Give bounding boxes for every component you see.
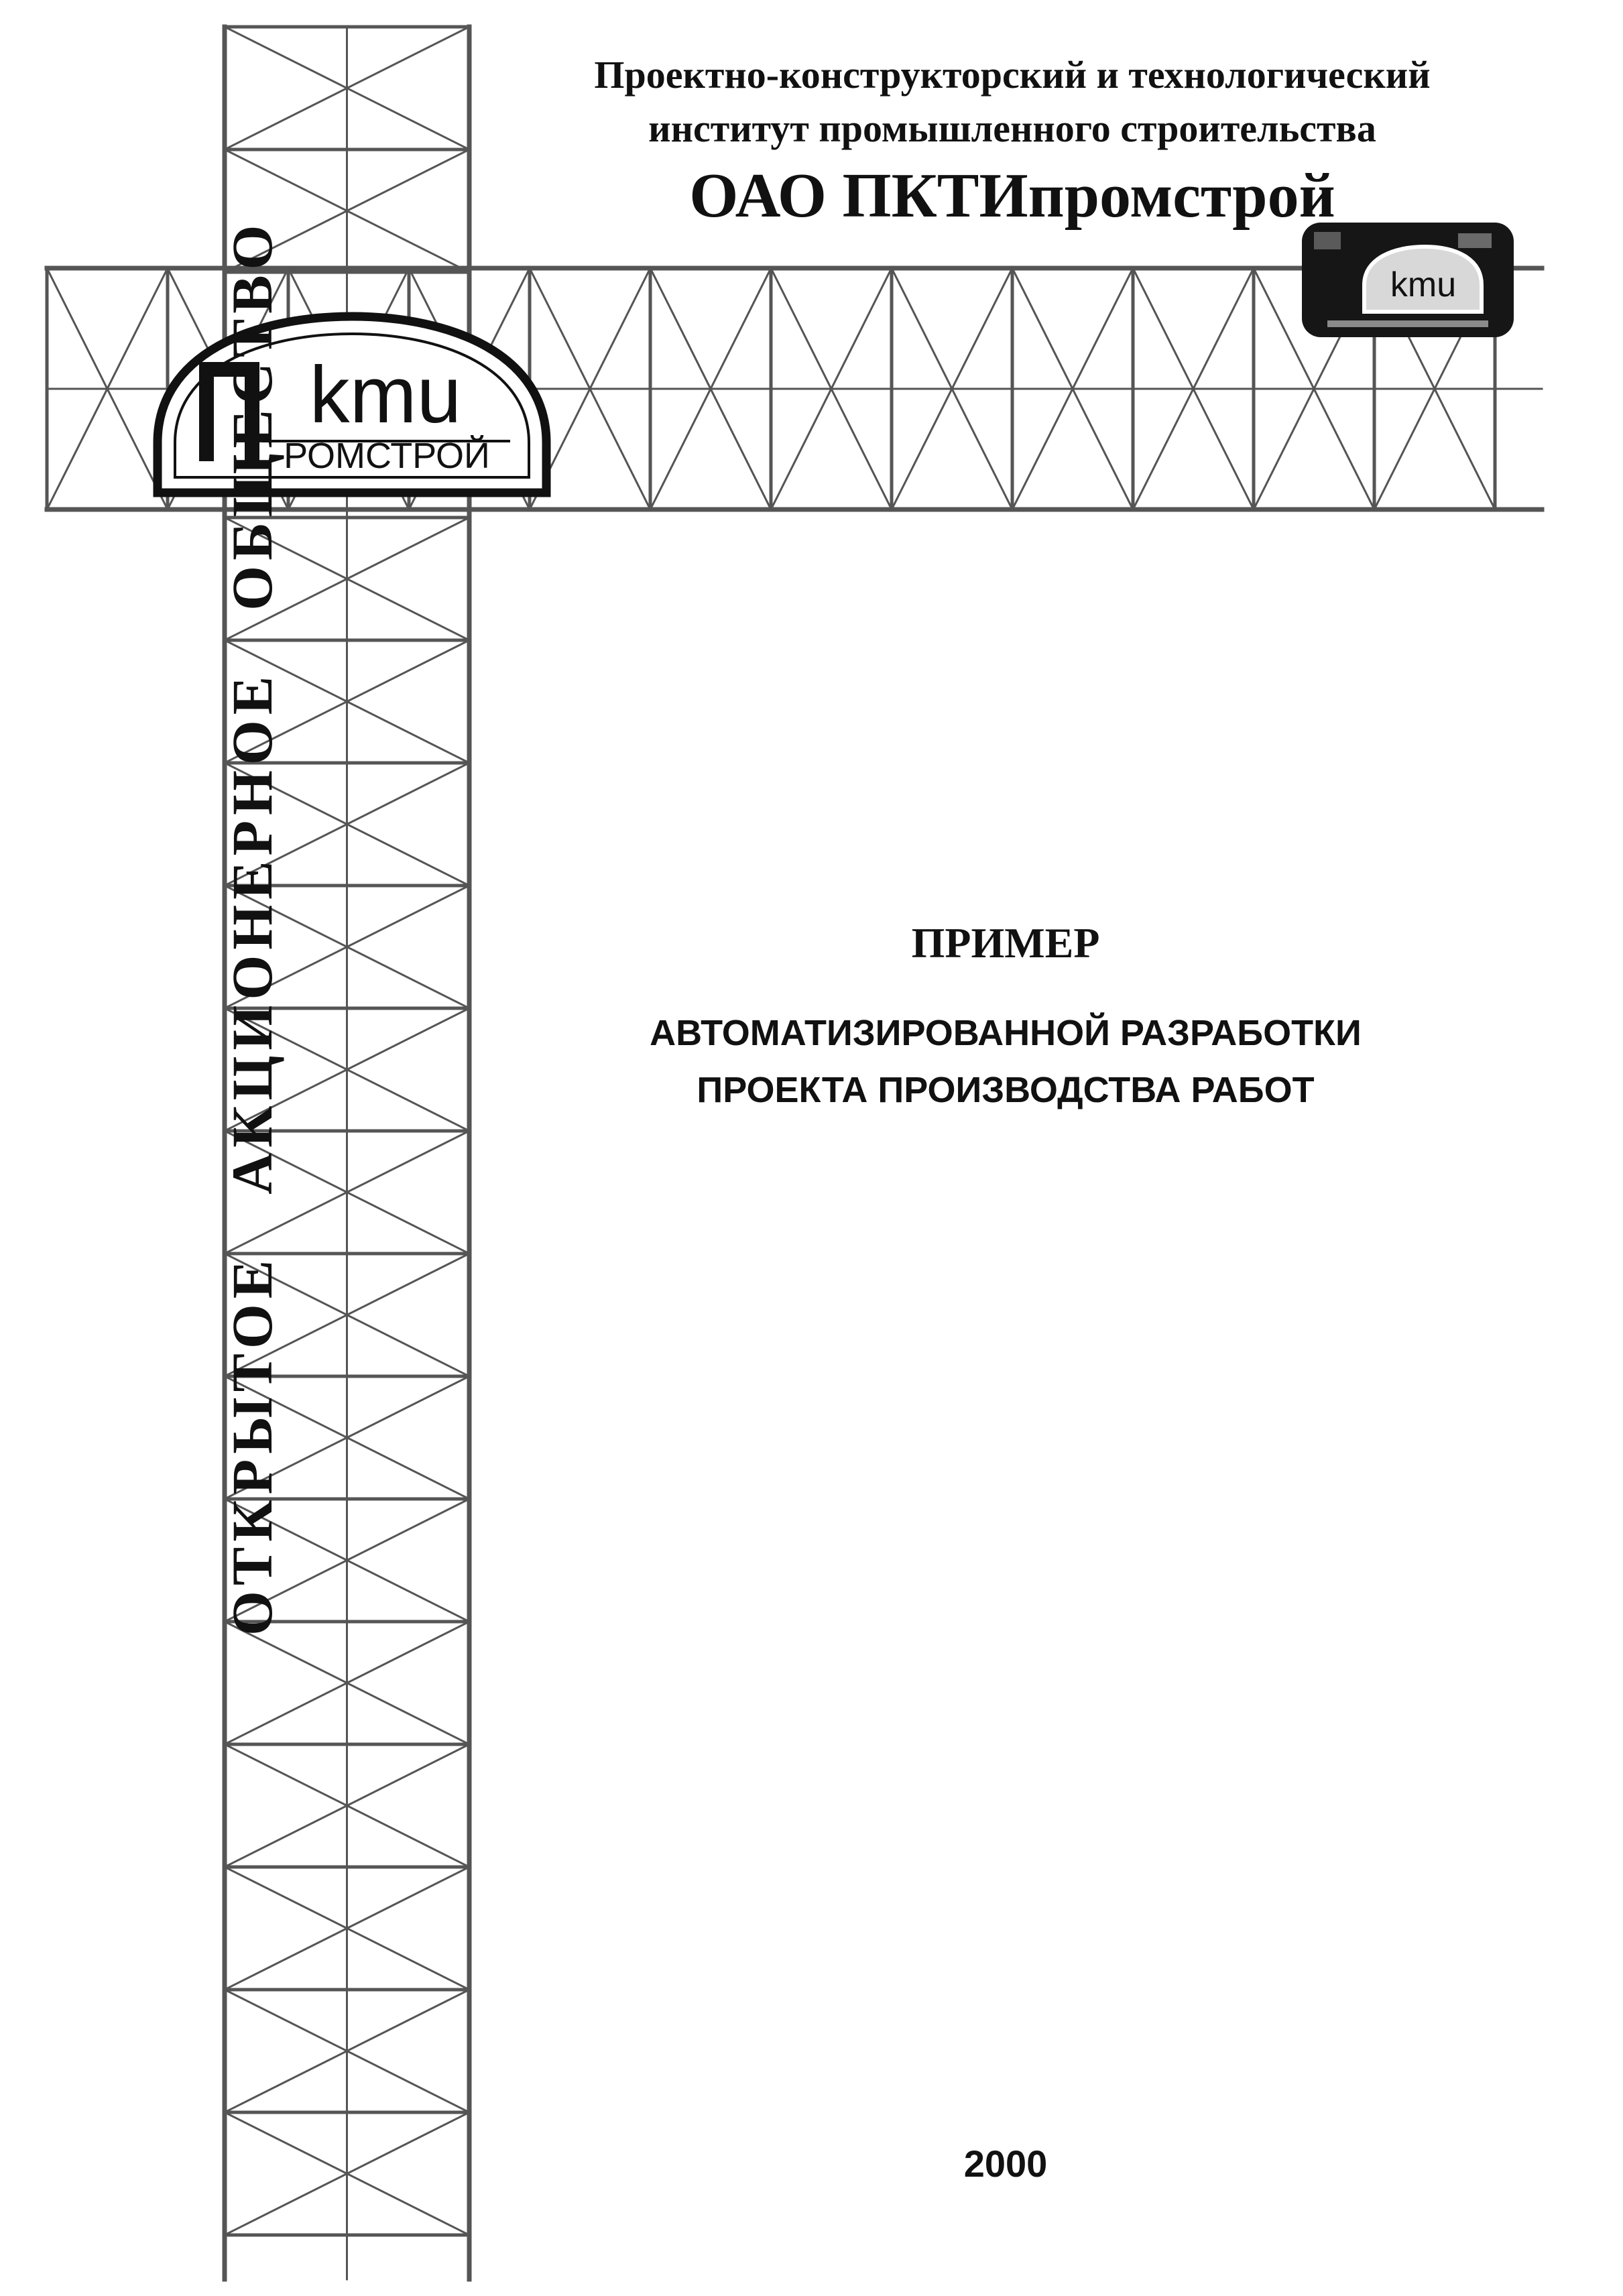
truss-member xyxy=(223,1620,471,1746)
institute-name-line-2: институт промышленного строительства xyxy=(648,107,1376,150)
small-pkti-emblem: kmu xyxy=(1302,223,1514,337)
truss-member xyxy=(1131,266,1256,511)
truss-member xyxy=(223,1988,471,2114)
side-text-word-2: АКЦИОНЕРНОЕ xyxy=(220,670,284,1195)
truss-member xyxy=(769,266,894,511)
truss-member xyxy=(1010,266,1135,511)
truss-member xyxy=(223,884,471,1010)
truss-member xyxy=(223,638,471,765)
document-kind-heading: ПРИМЕР xyxy=(911,919,1100,967)
truss-member xyxy=(223,1497,471,1624)
publication-year: 2000 xyxy=(963,2142,1048,2185)
side-text-word-1: ОТКРЫТОЕ xyxy=(220,1254,284,1636)
truss-member xyxy=(223,516,471,642)
document-title-line-1: АВТОМАТИЗИРОВАННОЙ РАЗРАБОТКИ xyxy=(650,1013,1362,1053)
truss-member xyxy=(223,1865,471,1992)
truss-member xyxy=(223,1742,471,1869)
truss-member xyxy=(890,266,1014,511)
side-text-word-3: ОБЩЕСТВО xyxy=(220,219,284,611)
truss-member xyxy=(223,1006,471,1133)
truss-member xyxy=(223,1129,471,1256)
pkti-logo: kmu РОМСТРОЙ xyxy=(153,312,551,497)
institute-name-line-1: Проектно-конструкторский и технологическ… xyxy=(594,53,1431,97)
truss-member xyxy=(223,147,471,274)
truss-member xyxy=(223,2110,471,2237)
truss-member xyxy=(223,1252,471,1378)
small-emblem-letters: kmu xyxy=(1390,265,1456,304)
logo-letters-kmu: kmu xyxy=(310,350,462,440)
truss-member xyxy=(45,266,170,511)
logo-subtitle: РОМСТРОЙ xyxy=(284,435,490,476)
side-company-type-text: ОТКРЫТОЕ АКЦИОНЕРНОЕ ОБЩЕСТВО xyxy=(215,0,290,1636)
document-title-line-2: ПРОЕКТА ПРОИЗВОДСТВА РАБОТ xyxy=(697,1070,1315,1110)
truss-member xyxy=(223,1374,471,1501)
truss-member xyxy=(648,266,773,511)
organization-name: ОАО ПКТИпромстрой xyxy=(689,161,1335,231)
truss-member xyxy=(223,25,471,152)
truss-member xyxy=(223,761,471,888)
